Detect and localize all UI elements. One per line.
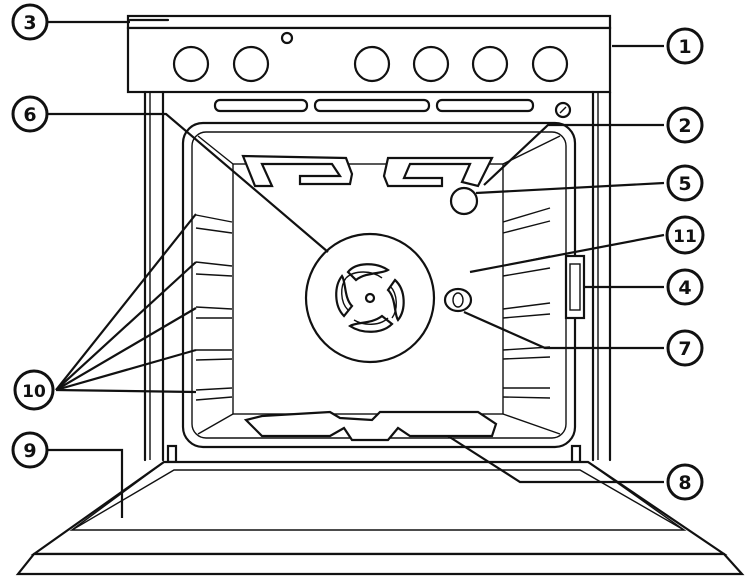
callout-6: 6 bbox=[11, 95, 49, 133]
oven-body bbox=[143, 90, 612, 462]
callout-4: 4 bbox=[666, 268, 704, 306]
back-wall-grommet bbox=[443, 287, 473, 313]
control-knob-4 bbox=[412, 45, 450, 83]
callout-7-label: 7 bbox=[678, 338, 691, 360]
callout-1: 1 bbox=[666, 27, 704, 65]
door-hinges bbox=[166, 444, 582, 464]
callout-4-label: 4 bbox=[678, 277, 691, 299]
control-panel bbox=[126, 26, 612, 94]
callout-2-label: 2 bbox=[678, 115, 691, 137]
callout-5: 5 bbox=[666, 164, 704, 202]
left-shelf-guides bbox=[195, 214, 233, 401]
callout-9-label: 9 bbox=[23, 440, 36, 462]
control-knob-2 bbox=[232, 45, 270, 83]
callout-8-label: 8 bbox=[678, 472, 691, 494]
callout-1-label: 1 bbox=[678, 36, 691, 58]
control-knob-3 bbox=[353, 45, 391, 83]
callout-6-label: 6 bbox=[23, 104, 36, 126]
callout-11-label: 11 bbox=[673, 227, 697, 247]
control-knob-1 bbox=[172, 45, 210, 83]
top-lid bbox=[126, 14, 612, 30]
fan-blades bbox=[335, 263, 405, 333]
callout-5-label: 5 bbox=[678, 173, 691, 195]
control-knob-6 bbox=[531, 45, 569, 83]
fan-cover bbox=[304, 232, 436, 364]
control-knob-5 bbox=[471, 45, 509, 83]
door-latch bbox=[564, 254, 586, 320]
callout-10-label: 10 bbox=[22, 382, 46, 402]
oven-door bbox=[15, 460, 745, 576]
callout-11: 11 bbox=[665, 215, 705, 255]
callout-2: 2 bbox=[666, 106, 704, 144]
bottom-heating-element bbox=[243, 410, 498, 442]
callout-3-label: 3 bbox=[23, 12, 36, 34]
oven-lamp bbox=[449, 186, 479, 216]
callout-7: 7 bbox=[666, 329, 704, 367]
top-heating-element bbox=[241, 154, 494, 188]
callout-3: 3 bbox=[11, 3, 49, 41]
leader-lines bbox=[48, 20, 665, 518]
ventilation-slots bbox=[213, 98, 572, 119]
callout-8: 8 bbox=[666, 463, 704, 501]
callout-9: 9 bbox=[11, 431, 49, 469]
callout-10: 10 bbox=[13, 369, 55, 411]
indicator-light bbox=[280, 31, 294, 45]
